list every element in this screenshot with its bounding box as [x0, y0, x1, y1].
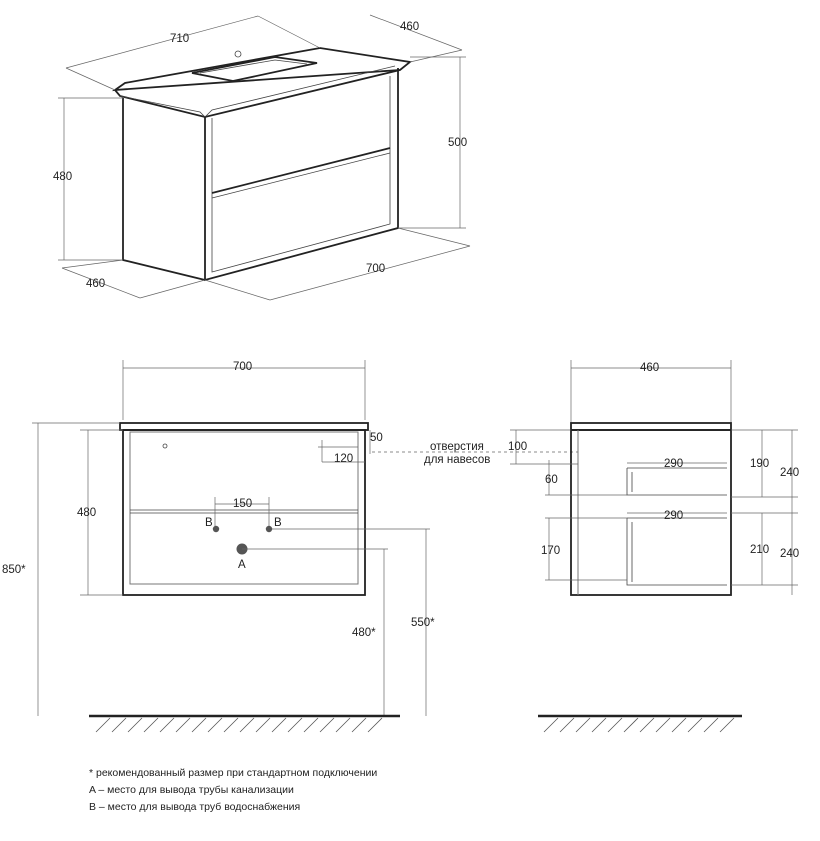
iso-dim-top-depth: 460 [400, 21, 419, 33]
front-holes-note-2: для навесов [424, 454, 490, 466]
front-water-pipe-left [212, 525, 220, 533]
iso-drawer-split [211, 147, 391, 194]
legend-note-recommended: * рекомендованный размер при стандартном… [89, 767, 378, 779]
front-inner-frame [129, 431, 359, 585]
front-label-a: A [238, 559, 246, 571]
side-body [570, 429, 732, 596]
front-faucet-mark [162, 443, 168, 449]
iso-dim-lines [58, 14, 471, 301]
side-dim-depth: 460 [640, 362, 659, 374]
iso-drawer-split-2 [211, 152, 391, 199]
iso-dim-body-height: 480 [53, 171, 72, 183]
side-floor-hatch [543, 717, 735, 733]
legend-note-water: B – место для вывода труб водоснабжения [89, 801, 301, 813]
isometric-view: 710 460 500 480 460 700 [53, 14, 471, 301]
front-countertop [119, 422, 369, 431]
front-dim-floor-480: 480* [352, 627, 376, 639]
front-dim-hole-side: 120 [334, 453, 353, 465]
front-dim-floor-550: 550* [411, 617, 435, 629]
side-dim-100: 100 [508, 441, 527, 453]
side-dim-240-top: 240 [780, 467, 799, 479]
legend: * рекомендованный размер при стандартном… [89, 765, 377, 816]
front-dim-hole-top: 50 [370, 432, 383, 444]
iso-sink-bowl [191, 56, 318, 82]
front-body [122, 429, 366, 596]
side-dim-240-bottom: 240 [780, 548, 799, 560]
side-countertop [570, 422, 732, 431]
iso-dim-bottom-depth: 460 [86, 278, 105, 290]
iso-dim-total-height: 500 [448, 137, 467, 149]
iso-countertop-lower-edge [119, 65, 396, 118]
side-dim-210: 210 [750, 544, 769, 556]
iso-body-front-frame [204, 68, 399, 282]
side-view: 460 290 290 100 60 170 190 240 210 [508, 360, 799, 733]
front-label-b-right: B [274, 517, 282, 529]
front-dim-pipe-spacing: 150 [233, 498, 252, 510]
iso-countertop-front-edge [114, 69, 401, 118]
front-water-pipe-right [265, 525, 273, 533]
side-dim-190: 190 [750, 458, 769, 470]
front-dim-total-height: 850* [2, 564, 26, 576]
side-upper-drawer [626, 467, 727, 496]
side-dim-170: 170 [541, 545, 560, 557]
front-holes-note-1: отверстия [430, 441, 484, 453]
front-dim-body-height: 480 [77, 507, 96, 519]
side-dim-shelf-upper: 290 [664, 458, 683, 470]
iso-faucet-hole [234, 50, 242, 58]
front-label-b-left: B [205, 517, 213, 529]
legend-note-drain: A – место для вывода трубы канализации [89, 784, 294, 796]
iso-dim-top-width: 710 [170, 33, 189, 45]
side-lower-drawer [626, 517, 727, 586]
iso-dim-bottom-width: 700 [366, 263, 385, 275]
side-dim-60: 60 [545, 474, 558, 486]
iso-body-left-side [122, 98, 206, 281]
iso-countertop-top [111, 47, 413, 92]
front-view: 700 50 120 отверстия для навесов 150 B B… [2, 360, 578, 733]
front-dim-width: 700 [233, 361, 252, 373]
iso-body-front-inner [211, 76, 391, 273]
iso-sink-inner [199, 59, 308, 74]
side-dim-shelf-lower: 290 [664, 510, 683, 522]
front-floor-hatch [95, 717, 383, 733]
